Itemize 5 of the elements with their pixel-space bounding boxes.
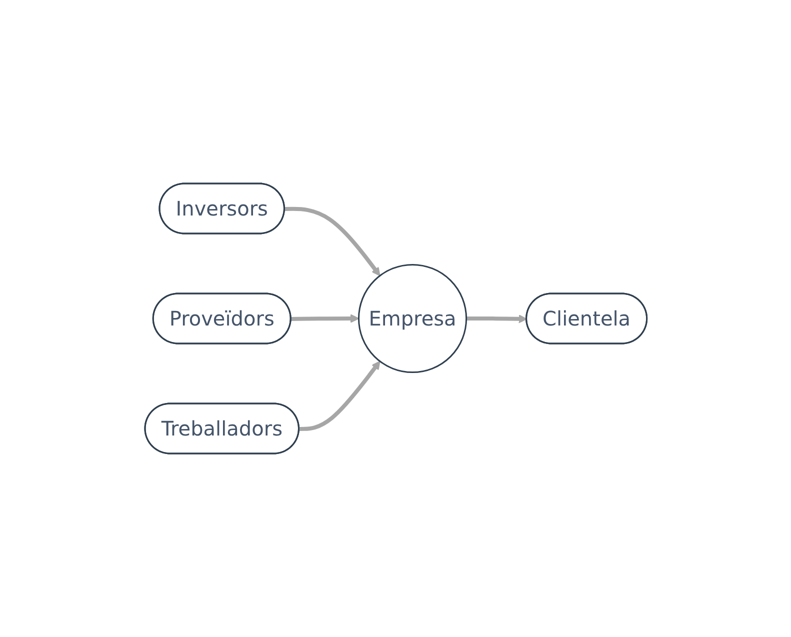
arrow bbox=[466, 314, 527, 324]
arrow bbox=[284, 206, 380, 276]
arrow bbox=[290, 314, 359, 323]
node-circle: Empresa bbox=[358, 264, 467, 374]
arrow bbox=[298, 360, 380, 431]
